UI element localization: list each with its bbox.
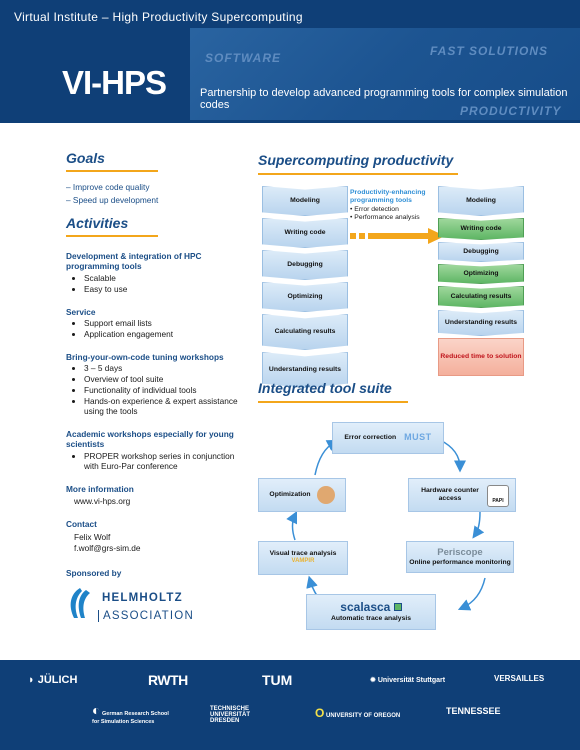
goals-heading: Goals (66, 150, 158, 172)
vi-hps-logo: VI-HPS (62, 64, 167, 101)
bullet-list: Support email lists Application engageme… (66, 318, 246, 340)
list-item: Functionality of individual tools (84, 385, 246, 396)
periscope-box: Periscope Online performance monitoring (406, 541, 514, 573)
contact-email[interactable]: f.wolf@grs-sim.de (74, 542, 141, 553)
oregon-o-icon: O (315, 706, 325, 720)
bullet-list: PROPER workshop series in conjunction wi… (66, 451, 246, 472)
goal-item: – Speed up development (66, 195, 159, 205)
tools-title: Productivity-enhancing programming tools (350, 189, 426, 205)
list-item: 3 – 5 days (84, 363, 246, 374)
list-item: Overview of tool suite (84, 374, 246, 385)
must-logo: MUST (404, 432, 432, 443)
activities-heading: Activities (66, 215, 158, 237)
workflow-step: Optimizing (438, 264, 524, 284)
tools-item: • Performance analysis (350, 214, 420, 222)
scalasca-mark-icon (393, 603, 402, 612)
arrow-right-icon (350, 228, 445, 244)
list-item: Application engagement (84, 329, 246, 340)
stuttgart-logo: ✹ Universität Stuttgart (370, 677, 446, 684)
workflow-step: Modeling (262, 186, 348, 216)
error-correction-box: Error correction MUST (332, 422, 444, 454)
versailles-logo: VERSAILLES (494, 674, 545, 683)
bullet-list: Scalable Easy to use (66, 273, 246, 295)
helmholtz-mark-icon (70, 588, 90, 619)
tools-description: Productivity-enhancing programming tools… (350, 189, 445, 223)
banner-ghost-productivity: PRODUCTIVITY (460, 104, 562, 118)
workflow-step: Understanding results (262, 352, 348, 388)
workflow-step: Debugging (438, 242, 524, 262)
website-link[interactable]: www.vi-hps.org (74, 496, 131, 506)
bullet-list: 3 – 5 days Overview of tool suite Functi… (66, 363, 246, 417)
tool-enhanced-workflow: Modeling Writing code Debugging Optimizi… (438, 186, 524, 378)
tum-logo: TUM (262, 672, 293, 688)
section-title: Academic workshops especially for young … (66, 429, 234, 450)
grs-mark-icon: ◐ (92, 702, 101, 718)
tool-suite-heading: Integrated tool suite (258, 380, 408, 403)
rwth-logo: RWTH (148, 672, 188, 688)
workflow-step: Calculating results (438, 286, 524, 308)
workflow-step: Calculating results (262, 314, 348, 350)
header-banner: Virtual Institute – High Productivity Su… (0, 0, 580, 123)
helmholtz-logo: HELMHOLTZ ASSOCIATION (66, 586, 246, 630)
scalasca-box: scalasca Automatic trace analysis (306, 594, 436, 630)
oregon-logo: O UNIVERSITY OF OREGON (315, 706, 401, 720)
list-item: Easy to use (84, 284, 246, 295)
list-item: PROPER workshop series in conjunction wi… (84, 451, 246, 472)
section-title: Service (66, 306, 96, 317)
optimization-icon (316, 486, 335, 504)
banner-ghost-software: SOFTWARE (205, 51, 281, 65)
workflow-step: Optimizing (262, 282, 348, 312)
tennessee-logo: TENNESSEE (446, 706, 501, 716)
banner-background-graphic (190, 28, 580, 120)
stuttgart-seal-icon: ✹ (370, 677, 376, 684)
grs-logo: ◐ German Research School for Simulation … (92, 702, 169, 725)
more-info-title: More information (66, 483, 134, 494)
vampir-logo: VAMPIR (291, 558, 315, 565)
left-column: Goals – Improve code quality – Speed up … (66, 150, 246, 630)
goal-item: – Improve code quality (66, 182, 150, 192)
list-item: Scalable (84, 273, 246, 284)
optimization-box: Optimization (258, 478, 346, 512)
goals-list: – Improve code quality – Speed up develo… (66, 182, 246, 205)
helmholtz-association: ASSOCIATION (98, 610, 194, 623)
contact-title: Contact (66, 519, 97, 530)
productivity-heading: Supercomputing productivity (258, 152, 458, 175)
workflow-step: Modeling (438, 186, 524, 216)
hardware-counter-box: Hardware counter access PAPI (408, 478, 516, 512)
helmholtz-name: HELMHOLTZ (102, 592, 183, 605)
scalasca-logo: scalasca (340, 600, 402, 615)
institute-name: Virtual Institute – High Productivity Su… (14, 10, 303, 24)
traditional-workflow: Modeling Writing code Debugging Optimizi… (262, 186, 348, 390)
partner-logos-footer: ◗ JÜLICH RWTH TUM ✹ Universität Stuttgar… (0, 660, 580, 750)
workflow-step: Writing code (438, 218, 524, 240)
workflow-step: Understanding results (438, 310, 524, 336)
julich-logo: ◗ JÜLICH (28, 674, 78, 686)
workflow-step: Debugging (262, 250, 348, 280)
banner-tagline: Partnership to develop advanced programm… (200, 87, 568, 111)
tu-dresden-logo: TECHNISCHE UNIVERSITÄT DRESDEN (210, 706, 251, 724)
section-title: Development & integration of HPC program… (66, 251, 202, 272)
sponsor-title: Sponsored by (66, 567, 122, 578)
list-item: Support email lists (84, 318, 246, 329)
visual-trace-box: Visual trace analysis VAMPIR (258, 541, 348, 575)
contact-name: Felix Wolf (74, 531, 111, 542)
papi-logo: PAPI (487, 485, 509, 507)
workflow-step: Writing code (262, 218, 348, 248)
section-title: Bring-your-own-code tuning workshops (66, 351, 224, 362)
tools-item: • Error detection (350, 205, 399, 213)
outcome-box: Reduced time to solution (438, 338, 524, 376)
julich-mark-icon: ◗ (28, 674, 35, 686)
banner-ghost-fast: FAST SOLUTIONS (430, 44, 549, 58)
list-item: Hands-on experience & expert assistance … (84, 396, 246, 417)
periscope-logo: Periscope (437, 546, 483, 558)
